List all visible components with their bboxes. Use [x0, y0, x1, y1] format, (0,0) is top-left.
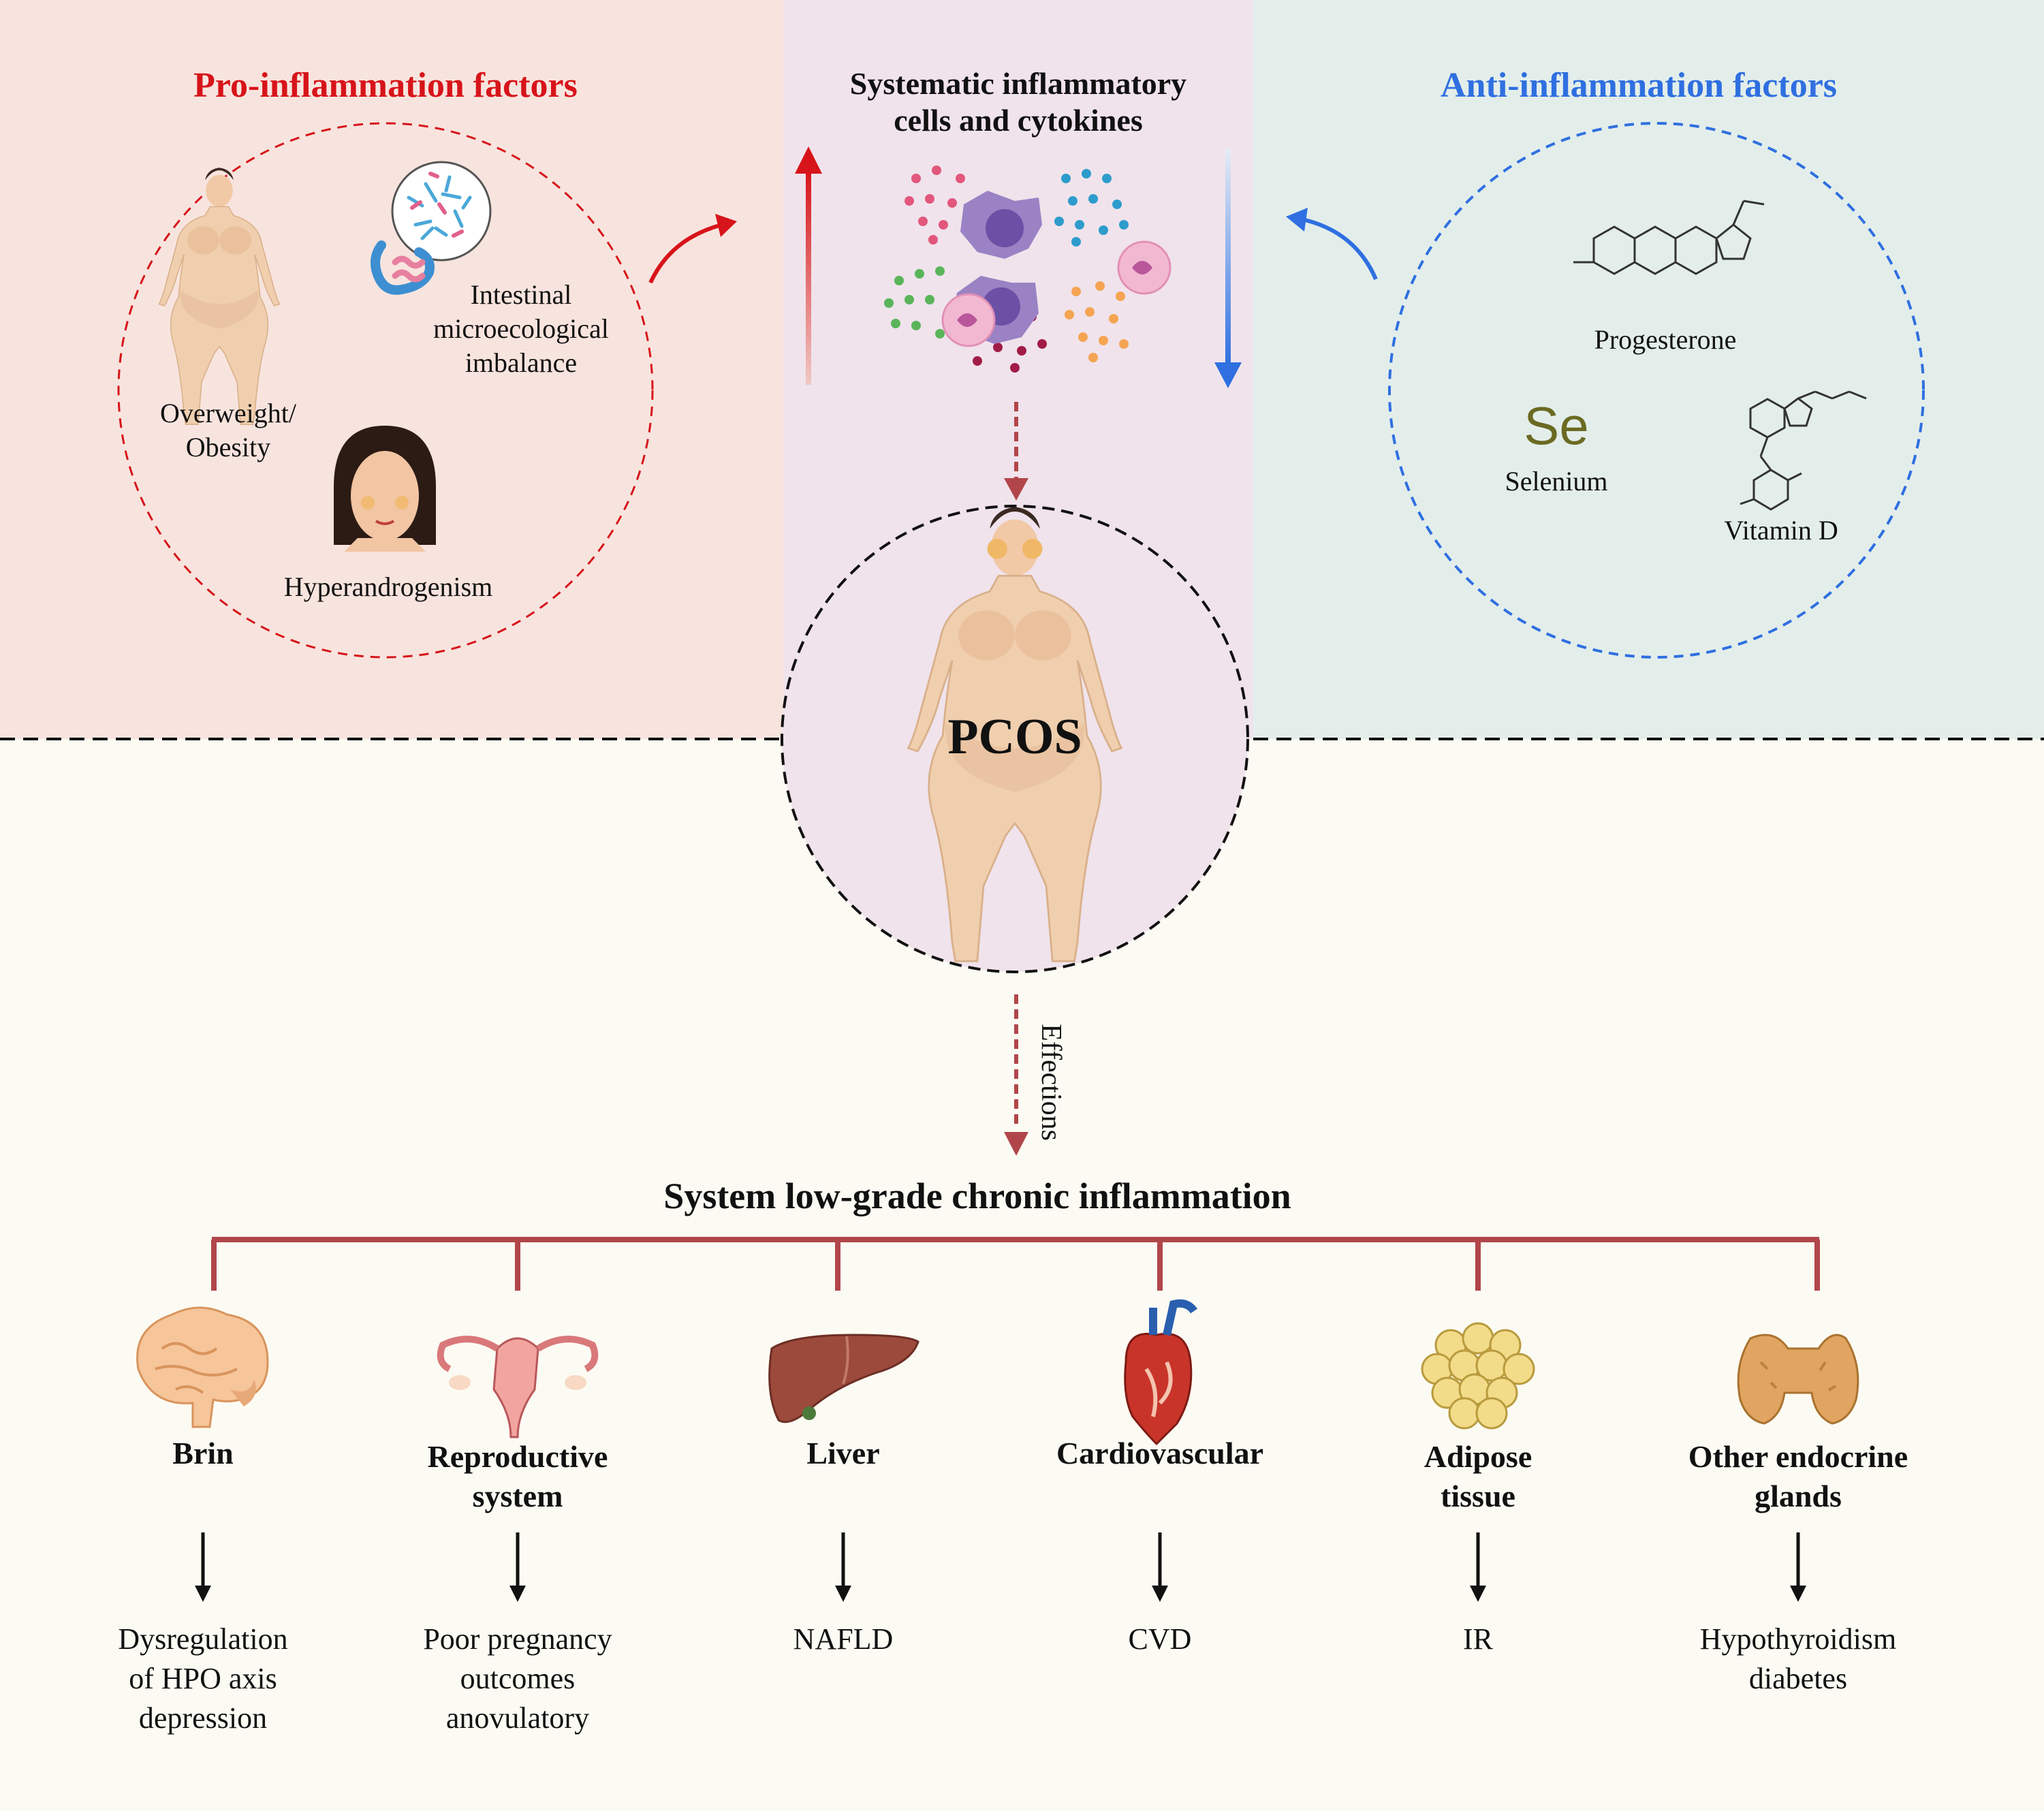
- intestine-icon: [371, 161, 492, 295]
- organ-name: Liver: [806, 1436, 880, 1470]
- cytokines-title: Systematic inflammatory cells and cytoki…: [849, 66, 1187, 138]
- thyroid-icon: [1737, 1334, 1859, 1425]
- organ-name: Adipose tissue: [1424, 1439, 1532, 1513]
- vitamin-d-structure-icon: [1740, 390, 1867, 511]
- pro-panel-bg: [0, 0, 783, 739]
- pro-to-cytokines-arrow: [648, 223, 723, 284]
- anti-to-cytokines-arrow: [1302, 217, 1378, 281]
- organ-name: Brin: [172, 1436, 234, 1470]
- increase-arrow-head: [795, 146, 822, 174]
- selenium-symbol: Se: [1524, 396, 1589, 456]
- increase-arrow: [806, 170, 811, 385]
- pcos-label: PCOS: [947, 709, 1082, 765]
- anti-factors-circle: [1388, 122, 1925, 659]
- selenium-label: Selenium: [1505, 466, 1608, 497]
- organ-outcome: Hypothyroidism diabetes: [1699, 1622, 1897, 1695]
- cytokines-cluster-icon: [884, 166, 1172, 373]
- organ-arrow-head: [835, 1586, 851, 1602]
- hyperandrogenism-label: Hyperandrogenism: [283, 571, 493, 602]
- organ-name: Cardiovascular: [1056, 1436, 1264, 1470]
- pro-factors-circle: [117, 122, 654, 659]
- effections-label: Effections: [1035, 1024, 1067, 1141]
- progesterone-structure-icon: [1573, 200, 1765, 275]
- intestinal-label: Intestinal microecological imbalance: [433, 279, 609, 378]
- organ-arrow-head: [1152, 1586, 1168, 1602]
- vitamin-d-label: Vitamin D: [1724, 515, 1838, 546]
- anti-panel-title: Anti-inflammation factors: [1440, 66, 1838, 105]
- brain-icon: [136, 1306, 269, 1428]
- uterus-icon: [437, 1336, 599, 1438]
- hyperandrogenism-face-icon: [334, 426, 436, 552]
- organ-arrow-head: [1790, 1586, 1806, 1602]
- organ-outcome: Dysregulation of HPO axis depression: [118, 1622, 288, 1735]
- anti-arrow-head: [1286, 208, 1308, 232]
- organ-outcome: IR: [1463, 1622, 1493, 1656]
- anti-panel-bg: [1253, 0, 2044, 739]
- organ-arrow-head: [1470, 1586, 1486, 1602]
- organ-name: Other endocrine glands: [1688, 1439, 1908, 1513]
- pro-panel-title: Pro-inflammation factors: [193, 66, 578, 105]
- decrease-arrow: [1225, 148, 1231, 366]
- decrease-arrow-head: [1214, 362, 1242, 388]
- progesterone-label: Progesterone: [1594, 324, 1737, 355]
- organ-arrow-head: [195, 1586, 211, 1602]
- organ-outcome: NAFLD: [793, 1622, 894, 1656]
- pcos-body-icon: [907, 505, 1122, 962]
- organ-arrow-head: [509, 1586, 526, 1602]
- obesity-label: Overweight/ Obesity: [160, 398, 296, 462]
- effections-arrow-head: [1004, 1132, 1028, 1156]
- bracket-lines: [211, 1237, 1820, 1291]
- cytokines-arrow-head: [1004, 478, 1028, 501]
- organ-outcome: CVD: [1128, 1622, 1192, 1656]
- pro-arrow-head: [715, 214, 737, 237]
- organ-outcome: Poor pregnancy outcomes anovulatory: [423, 1622, 612, 1735]
- bottom-title: System low-grade chronic inflammation: [663, 1176, 1291, 1216]
- heart-icon: [1124, 1299, 1197, 1446]
- liver-icon: [768, 1334, 919, 1423]
- adipose-icon: [1421, 1322, 1535, 1430]
- organ-name: Reproductive system: [427, 1439, 608, 1513]
